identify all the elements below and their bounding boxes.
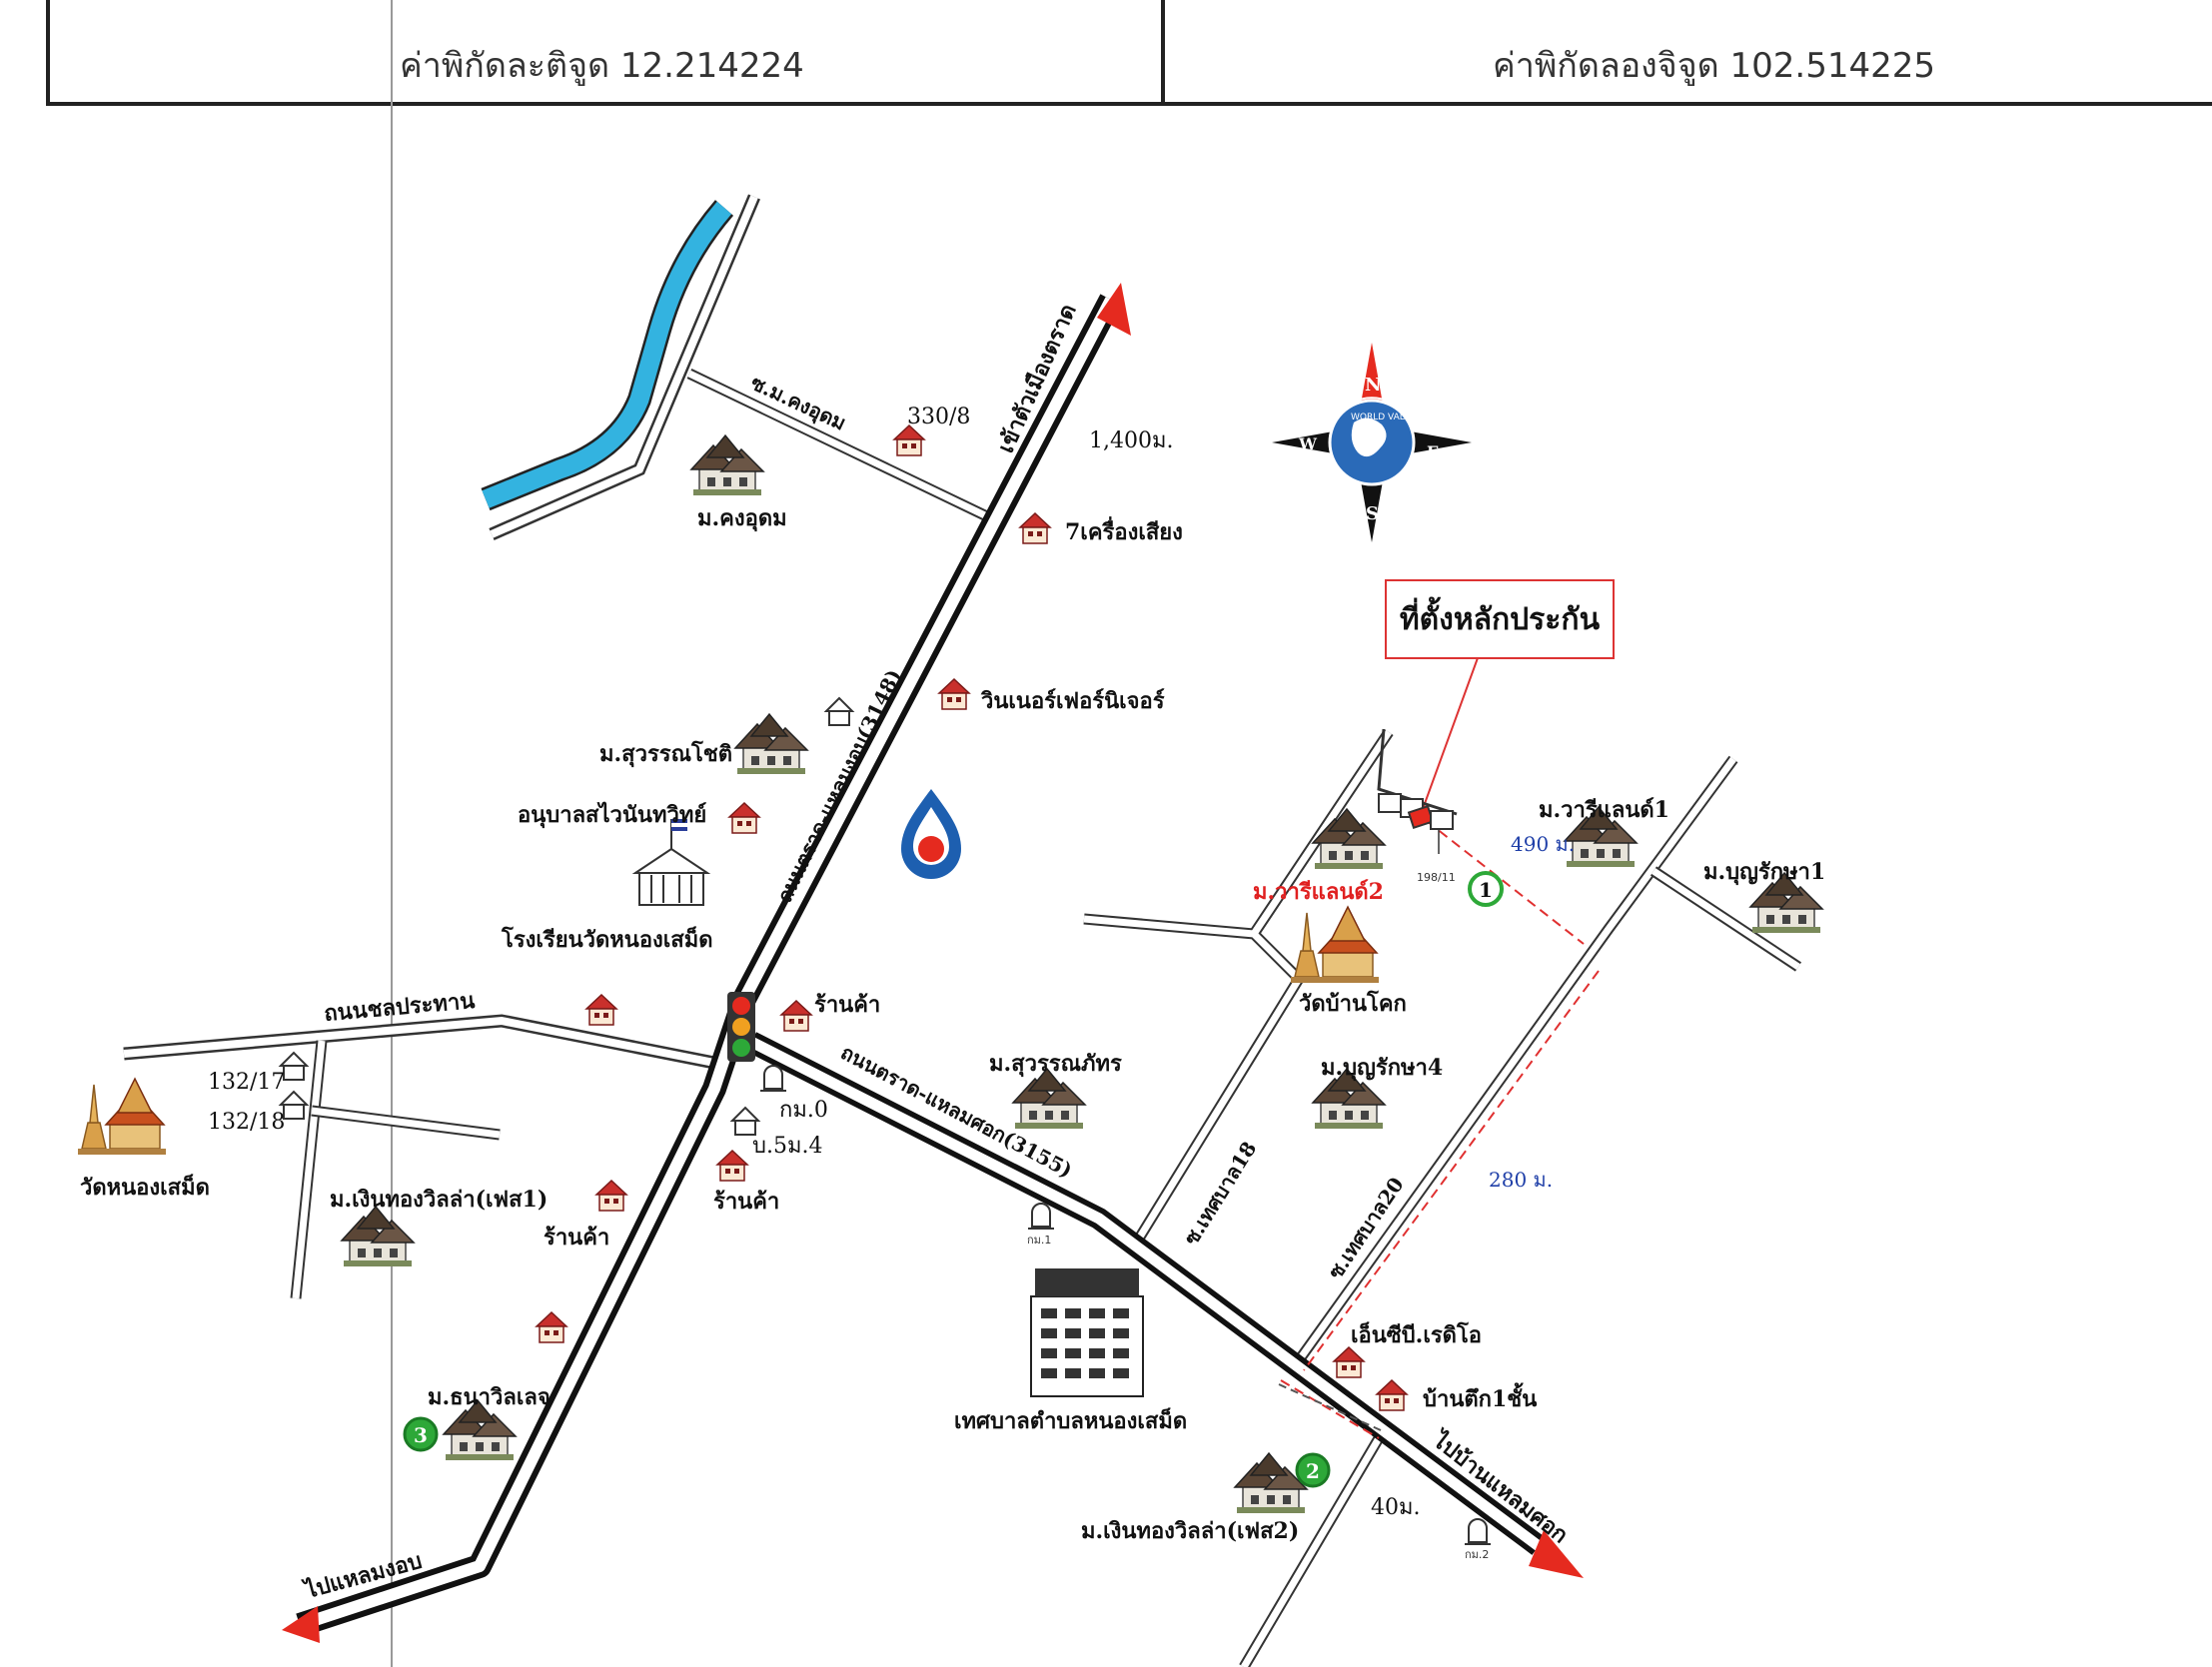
- arrow-south-icon: [282, 1606, 320, 1643]
- label-suwan-chot: ม.สุวรรณโชติ: [599, 740, 732, 768]
- collateral-location-callout: ที่ตั้งหลักประกัน: [1385, 579, 1615, 659]
- label-ngoen-thong-1: ม.เงินทองวิลล่า(เฟส1): [330, 1187, 548, 1213]
- label-khong-udom: ม.คงอุดม: [697, 505, 787, 532]
- label-plot-no: 198/11: [1417, 871, 1456, 884]
- label-wat-nong-samet: วัดหนองเสม็ด: [80, 1173, 210, 1201]
- label-km1: กม.1: [1027, 1234, 1051, 1247]
- compass-globe-text: WORLD VALUATION: [1351, 413, 1438, 422]
- house-shop2-icon: [716, 1150, 748, 1182]
- house-chonprathan-icon: [585, 994, 617, 1026]
- longitude-box: [1161, 0, 2212, 106]
- label-wari-2: ม.วารีแลนด์2: [1253, 879, 1384, 905]
- subject-plot: [1377, 728, 1458, 854]
- label-thana: ม.ธนาวิลเลจ: [428, 1384, 551, 1410]
- longitude-label: ค่าพิกัดลองจิจูด 102.514225: [1493, 46, 1935, 86]
- km-post-2-icon: [1464, 1518, 1492, 1545]
- house-shop1-icon: [780, 1000, 812, 1032]
- house-shop3-icon: [595, 1180, 627, 1212]
- house-winner-icon: [938, 678, 970, 710]
- label-ban-tuek: บ้านตึก1ชั้น: [1423, 1382, 1537, 1412]
- label-b5m4: บ.5ม.4: [752, 1134, 822, 1159]
- label-shop2: ร้านค้า: [713, 1189, 779, 1215]
- callout-pointer: [1422, 654, 1480, 810]
- svg-text:2: 2: [1306, 1459, 1320, 1483]
- label-shop3: ร้านค้า: [544, 1225, 609, 1250]
- label-1400: 1,400ม.: [1089, 428, 1173, 453]
- temple-ban-khok-icon: [1290, 906, 1380, 984]
- temple-nong-samet-icon: [77, 1078, 167, 1156]
- outline-house-b5m4-icon: [731, 1107, 759, 1136]
- marker-3-icon: 3: [403, 1416, 439, 1452]
- house-anuban-icon: [728, 802, 760, 834]
- label-winner: วินเนอร์เฟอร์นิเจอร์: [980, 688, 1164, 714]
- label-40: 40ม.: [1371, 1495, 1421, 1520]
- svg-text:1: 1: [1479, 878, 1493, 902]
- gas-station-icon: [901, 789, 961, 879]
- house-krueang-siang-icon: [1019, 512, 1051, 544]
- village-khong-udom-icon: [690, 434, 764, 496]
- compass-w: W: [1298, 434, 1318, 453]
- km-post-1-icon: [1027, 1203, 1055, 1230]
- label-ngoen-thong-2: ม.เงินทองวิลล่า(เฟส2): [1081, 1518, 1299, 1544]
- compass-n: N: [1365, 375, 1381, 396]
- label-wari-1: ม.วารีแลนด์1: [1539, 797, 1669, 823]
- arrow-laem-sok-icon: [1529, 1530, 1584, 1578]
- label-krueang-siang: 7เครื่องเสียง: [1065, 515, 1183, 545]
- label-nsb: เอ็นซีบี.เรดิโอ: [1351, 1320, 1482, 1348]
- compass-s: S: [1366, 503, 1379, 524]
- traffic-light-icon: [727, 992, 755, 1062]
- label-km0: กม.0: [779, 1098, 828, 1123]
- svg-text:3: 3: [414, 1423, 428, 1447]
- label-bunrak-4: ม.บุญรักษา4: [1321, 1055, 1443, 1082]
- village-suwan-phat-icon: [1012, 1068, 1086, 1130]
- marker-1-icon: 1: [1468, 871, 1504, 907]
- school-icon: [631, 819, 711, 906]
- label-330-8: 330/8: [907, 405, 970, 429]
- compass-e: E: [1427, 442, 1439, 461]
- label-132-17: 132/17: [208, 1070, 285, 1095]
- house-left-icon: [536, 1311, 567, 1343]
- village-suwan-chot-icon: [734, 713, 808, 775]
- municipality-building-icon: [1030, 1268, 1144, 1397]
- dashed-route: [1280, 820, 1600, 1439]
- label-tessaban: เทศบาลตำบลหนองเสม็ด: [954, 1406, 1187, 1434]
- label-wat-ban-khok: วัดบ้านโคก: [1299, 990, 1407, 1017]
- latitude-label: ค่าพิกัดละติจูด 12.214224: [400, 46, 804, 86]
- marker-2-icon: 2: [1295, 1452, 1331, 1488]
- coordinate-header: ค่าพิกัดละติจูด 12.214224 ค่าพิกัดลองจิจ…: [0, 0, 2212, 110]
- road-3155: [746, 1032, 1546, 1555]
- label-132-18: 132/18: [208, 1110, 285, 1135]
- village-ngoen-thong-2-icon: [1234, 1452, 1308, 1514]
- label-shop1: ร้านค้า: [814, 992, 880, 1018]
- label-school: โรงเรียนวัดหนองเสม็ด: [501, 925, 713, 953]
- label-280: 280 ม.: [1489, 1168, 1553, 1192]
- label-490: 490 ม.: [1511, 832, 1575, 856]
- arrow-north-icon: [1097, 283, 1131, 336]
- house-ban-tuek-icon: [1376, 1379, 1408, 1411]
- outline-house-suwan-icon: [825, 697, 853, 726]
- label-km-bottom: กม.2: [1465, 1548, 1489, 1561]
- label-suwan-phat: ม.สุวรรณภัทร: [989, 1051, 1122, 1078]
- compass-icon: [1272, 343, 1472, 542]
- house-nsb-icon: [1333, 1346, 1365, 1378]
- latitude-box: [46, 0, 1165, 106]
- house-330-8-icon: [893, 424, 925, 456]
- label-bunrak-1: ม.บุญรักษา1: [1703, 859, 1825, 886]
- callout-text: ที่ตั้งหลักประกัน: [1399, 601, 1601, 637]
- label-anuban: อนุบาลสไวนันทวิทย์: [518, 801, 706, 829]
- village-wari-2-icon: [1312, 808, 1386, 870]
- village-ngoen-thong-1-icon: [341, 1206, 415, 1267]
